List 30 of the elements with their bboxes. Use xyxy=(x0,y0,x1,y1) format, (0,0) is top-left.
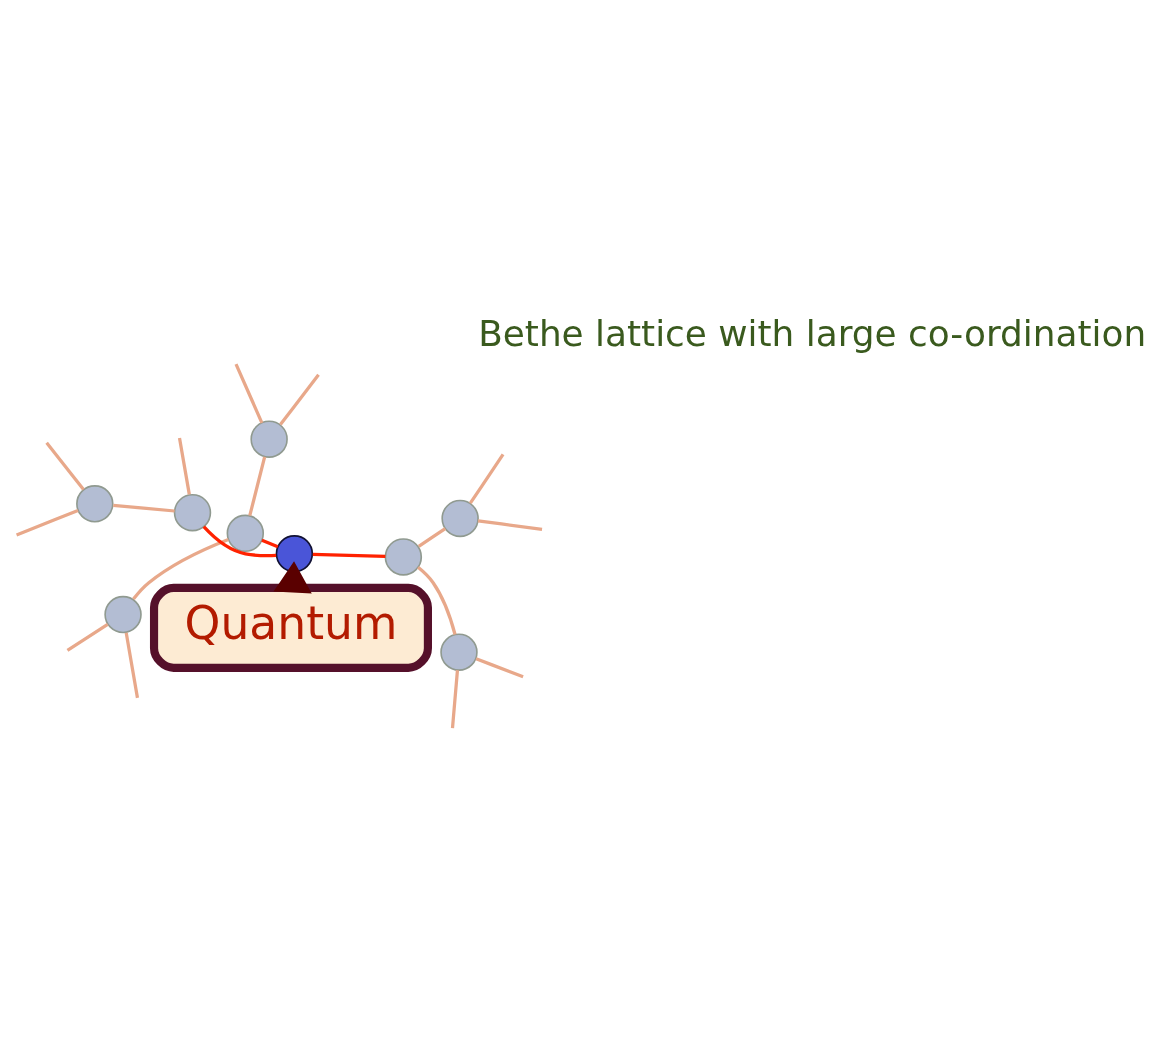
connector xyxy=(66,623,109,652)
node-circle xyxy=(226,514,265,553)
node-circle xyxy=(384,538,423,576)
connector xyxy=(417,527,447,548)
connector xyxy=(261,538,279,549)
node-circle xyxy=(441,499,479,538)
connector xyxy=(417,565,457,635)
node-circle xyxy=(104,595,142,634)
connector xyxy=(234,363,264,424)
connector xyxy=(202,525,277,558)
connector xyxy=(477,519,543,531)
connector xyxy=(113,503,175,513)
connector xyxy=(177,437,191,495)
label: Bethe lattice with large co-ordination xyxy=(478,312,1147,354)
node-circle xyxy=(440,633,478,671)
connector xyxy=(248,456,267,517)
connector xyxy=(450,670,460,729)
node-circle xyxy=(250,420,288,458)
connector xyxy=(15,508,79,537)
connector xyxy=(475,657,524,679)
node-circle xyxy=(173,493,212,532)
node-circle xyxy=(275,535,314,573)
connector xyxy=(468,453,505,505)
connector xyxy=(132,537,229,601)
arrow xyxy=(273,561,312,594)
connector xyxy=(124,632,140,699)
connector xyxy=(279,373,320,426)
node-circle xyxy=(76,485,114,523)
connector xyxy=(45,441,85,491)
connector xyxy=(312,552,386,559)
